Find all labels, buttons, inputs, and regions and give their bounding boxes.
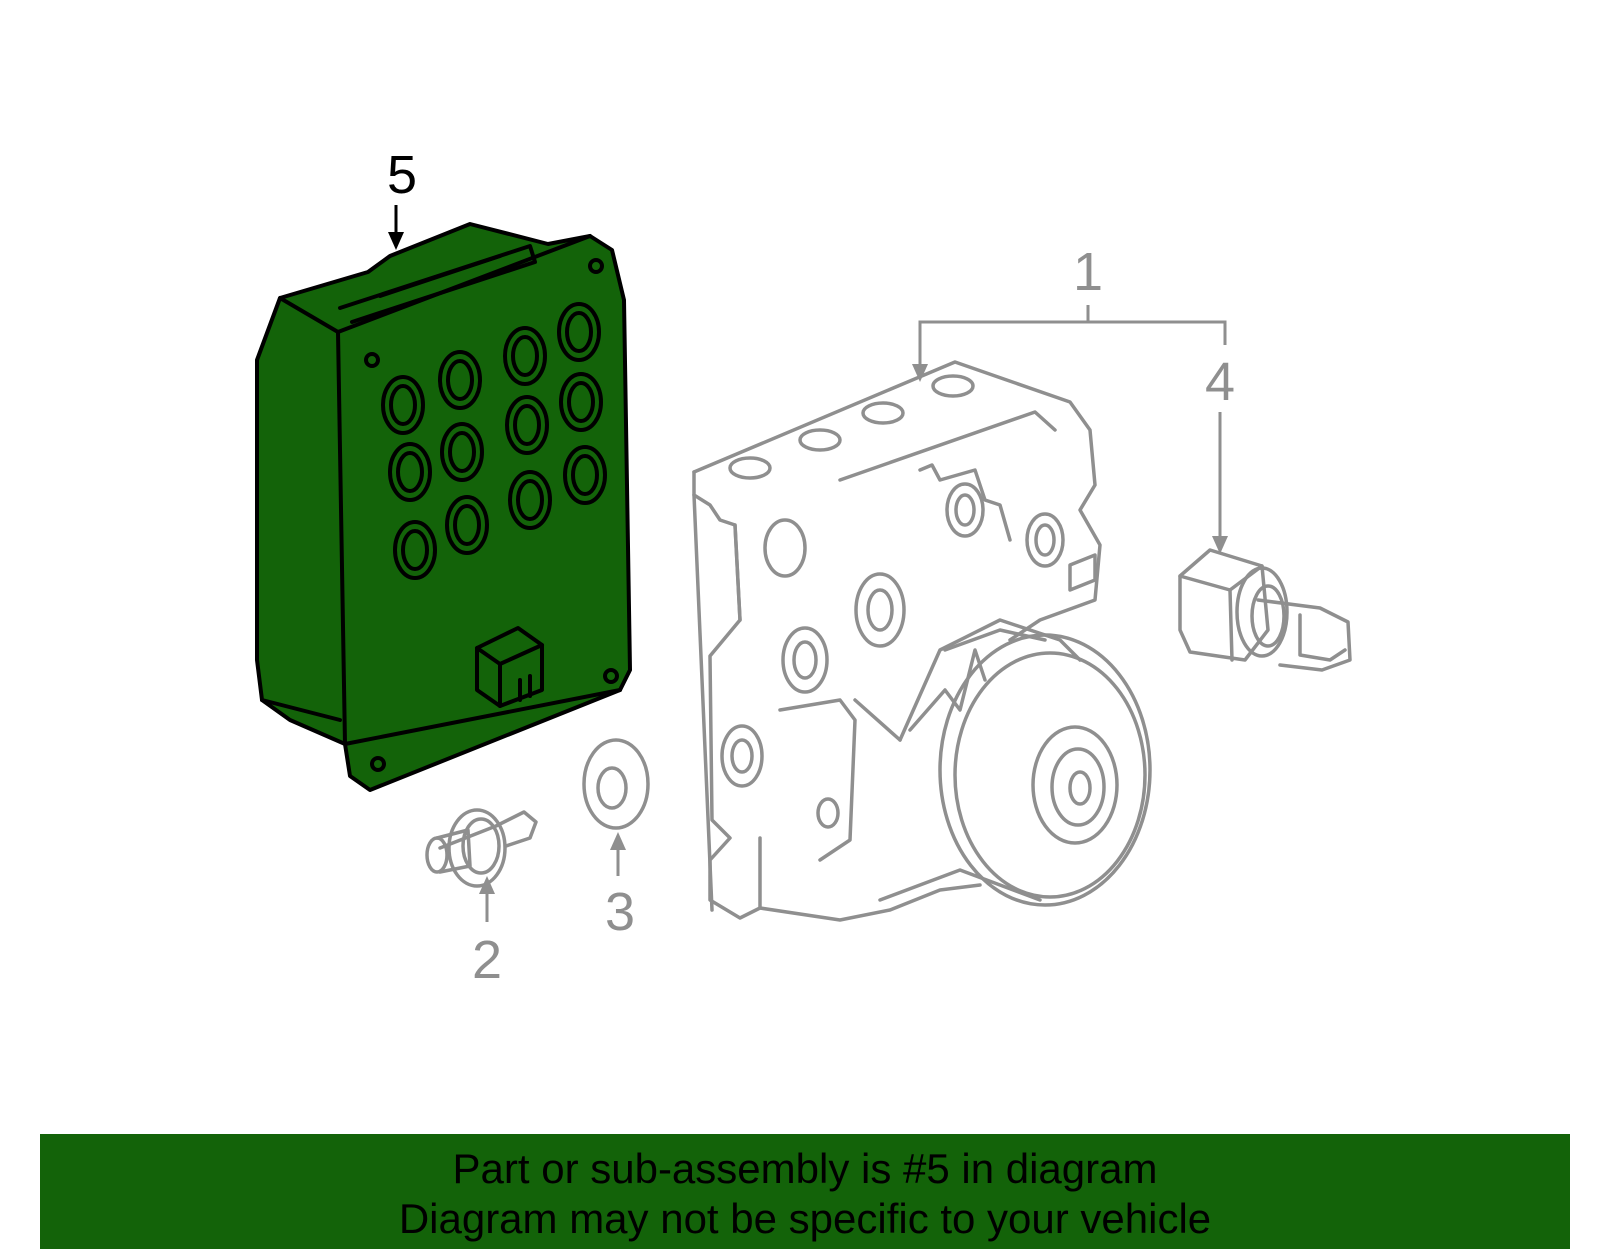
leader-lines: [388, 205, 1228, 922]
callout-2: 2: [472, 930, 502, 990]
banner-line-disclaimer: Diagram may not be specific to your vehi…: [398, 1195, 1212, 1242]
valve-ports: [381, 302, 607, 580]
notice-banner: Part or sub-assembly is #5 in diagram Di…: [40, 1134, 1570, 1249]
banner-line-part-number: Part or sub-assembly is #5 in diagram: [452, 1145, 1158, 1192]
grommet-part-3: [582, 738, 650, 830]
abs-modulator-part-1: [692, 360, 1152, 922]
control-module-body: [255, 222, 632, 792]
control-module-part-5[interactable]: [255, 222, 632, 792]
callout-5: 5: [387, 145, 417, 205]
module-connector: [475, 626, 544, 708]
callout-1: 1: [1073, 242, 1103, 302]
bolt-part-2: [425, 808, 538, 888]
callout-4: 4: [1205, 352, 1235, 412]
callout-3: 3: [605, 882, 635, 942]
sensor-part-4: [1178, 548, 1352, 672]
